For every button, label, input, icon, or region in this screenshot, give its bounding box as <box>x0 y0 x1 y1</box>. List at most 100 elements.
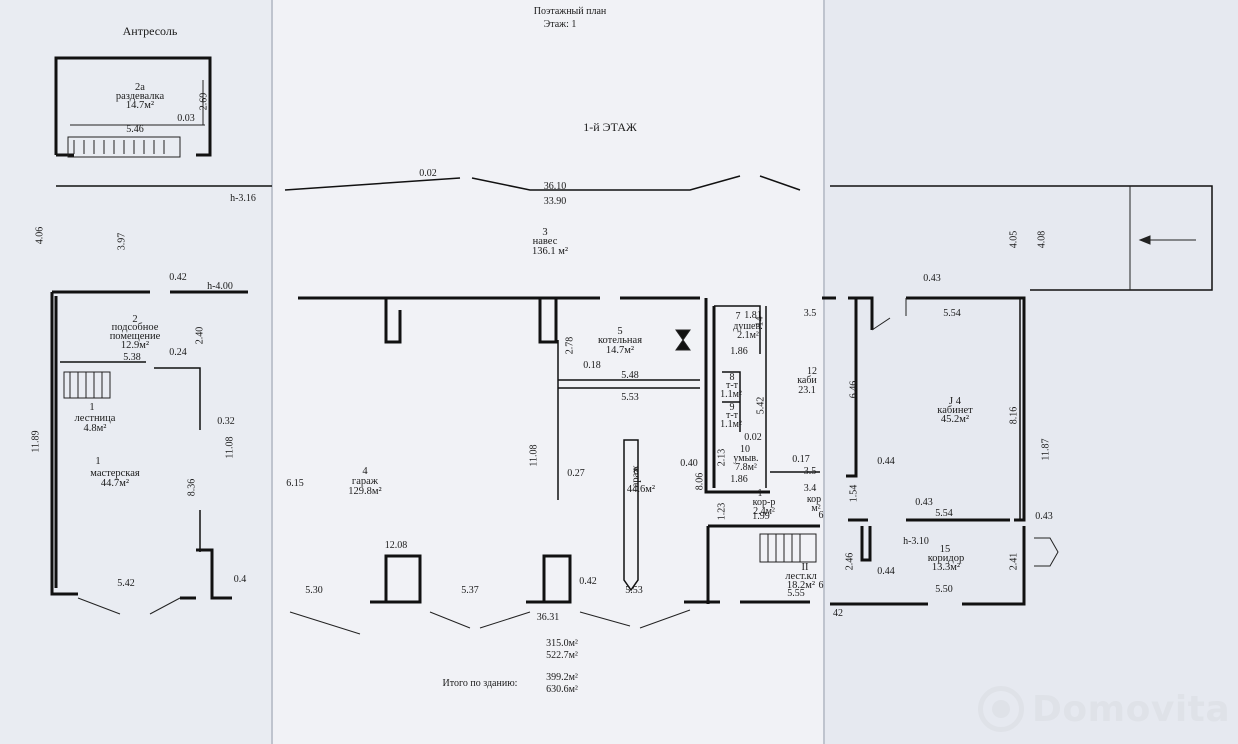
dimension: 1.81 <box>744 310 762 321</box>
dimension: 0.43 <box>1035 511 1053 522</box>
room-6-name: гараж <box>630 465 642 492</box>
room-2-number: 2 <box>132 314 138 325</box>
dimension: 6.15 <box>286 478 304 489</box>
mezzanine-title: Антресоль <box>122 24 178 38</box>
room-8-name: т-т <box>725 380 739 391</box>
room-5-name: котельная <box>597 335 643 346</box>
stairwell-name: лест.кл <box>785 571 817 582</box>
elevation-mark: h-3.10 <box>903 536 929 547</box>
dimension: 1.23 <box>716 502 728 521</box>
dimension: 11.87 <box>1040 438 1052 461</box>
total-area-2: 522.7м² <box>546 650 578 661</box>
room-4-number: 4 <box>362 466 368 477</box>
room-number: 2а <box>135 82 145 93</box>
paper-fold <box>823 0 825 744</box>
dimension: 2.78 <box>564 336 576 355</box>
dimension: 6 <box>818 510 824 521</box>
left-block-walls <box>50 290 248 615</box>
dimension: 42 <box>833 608 843 619</box>
dimension: 0.02 <box>419 168 437 179</box>
room-6-number: 6 <box>633 466 639 477</box>
dimension: 11.89 <box>30 430 42 453</box>
plan-title: Поэтажный план <box>533 6 607 17</box>
dimension: 11.08 <box>528 444 540 467</box>
floor-heading: 1-й ЭТАЖ <box>583 120 637 134</box>
stairwell-area: 18.2м² <box>786 580 816 591</box>
dimension: 0.27 <box>567 468 585 479</box>
paper-fold <box>271 0 273 744</box>
room-5-number: 5 <box>617 326 623 337</box>
room-12-name: каби <box>797 375 817 386</box>
dimension: 0.42 <box>579 576 597 587</box>
room-area: 14.7м² <box>125 100 155 111</box>
room-7-area: 2.1м² <box>737 330 759 341</box>
dimension: 5.55 <box>787 588 805 599</box>
dimension: 5.54 <box>943 308 961 319</box>
dimension: 4.05 <box>1008 230 1020 249</box>
stairs-area: 4.8м² <box>83 423 107 434</box>
corridor-partial-area: м² <box>811 503 821 514</box>
room-9-number: 9 <box>729 402 735 413</box>
room-15-number: 15 <box>939 544 951 555</box>
dimension: 1.86 <box>730 346 748 357</box>
room-12-number: 12 <box>807 366 817 377</box>
building-total-1: 399.2м² <box>546 672 578 683</box>
room-6-area: 44.6м² <box>626 484 656 495</box>
room-1-area: 44.7м² <box>100 478 130 489</box>
room-name: раздевалка <box>115 91 165 102</box>
room-2-name: подсобное <box>111 322 159 333</box>
room-11-number: 1 <box>757 488 763 499</box>
room-7-name: душев. <box>733 321 763 332</box>
dimension: 0.43 <box>915 497 933 508</box>
room-12-area: 23.1 <box>798 385 816 396</box>
dimension: 4.08 <box>1036 230 1048 249</box>
middle-block-walls <box>289 296 700 635</box>
room-11-name: кор-р <box>752 497 776 508</box>
dimension: 5.50 <box>935 584 953 595</box>
room-14-number: J 4 <box>949 396 961 407</box>
dimension: 3.97 <box>116 232 128 251</box>
dimension: 8.06 <box>694 472 706 491</box>
sheet-left <box>0 0 272 744</box>
dimension: 4.06 <box>34 226 46 245</box>
room-15-name: коридор <box>927 553 965 564</box>
dimension: 5.53 <box>625 585 643 596</box>
dimension: 2.13 <box>716 448 728 467</box>
room-14-name: кабинет <box>937 405 973 416</box>
canopy-name: навес <box>532 236 558 247</box>
brand-name: Domovita <box>1032 688 1231 730</box>
brand-watermark: Domovita <box>978 686 1230 732</box>
canopy-area: 136.1 м² <box>531 246 569 257</box>
room-9-area: 1.1м² <box>720 419 742 430</box>
dimension: 5.54 <box>935 508 953 519</box>
elevation-mark: h-3.16 <box>230 193 256 204</box>
dimension: 5.42 <box>117 578 135 589</box>
stairwell-number: II <box>801 562 809 573</box>
brand-logo-icon <box>978 686 1024 732</box>
dimension: 1.54 <box>848 484 860 503</box>
room-8-number: 8 <box>729 372 735 383</box>
dimension: 8.36 <box>186 478 198 497</box>
dimension: 2.46 <box>844 552 856 571</box>
dimension: 2.69 <box>198 92 210 111</box>
dimension: 5.38 <box>123 352 141 363</box>
room-4-name: гараж <box>351 476 379 487</box>
dimension: 0.02 <box>744 432 762 443</box>
dimension: 14 <box>754 316 766 327</box>
right-block-walls <box>830 296 1059 606</box>
dimension: 0.44 <box>877 566 895 577</box>
canopy-lines <box>56 175 1213 291</box>
dimension: 5.30 <box>305 585 323 596</box>
dimension: 6.46 <box>848 380 860 399</box>
mezzanine-walls <box>54 56 212 158</box>
dimension: 3.5 <box>803 308 817 319</box>
canopy-number: 3 <box>542 227 548 238</box>
total-area-1: 315.0м² <box>546 638 578 649</box>
room-10-number: 10 <box>740 444 750 455</box>
room-10-name: умыв. <box>733 453 759 464</box>
dimension: 36.10 <box>543 181 567 192</box>
dimension: 36.31 <box>536 612 560 623</box>
building-total-2: 630.6м² <box>546 684 578 695</box>
dimension: 0.18 <box>583 360 601 371</box>
dimension: 5.42 <box>755 396 767 415</box>
